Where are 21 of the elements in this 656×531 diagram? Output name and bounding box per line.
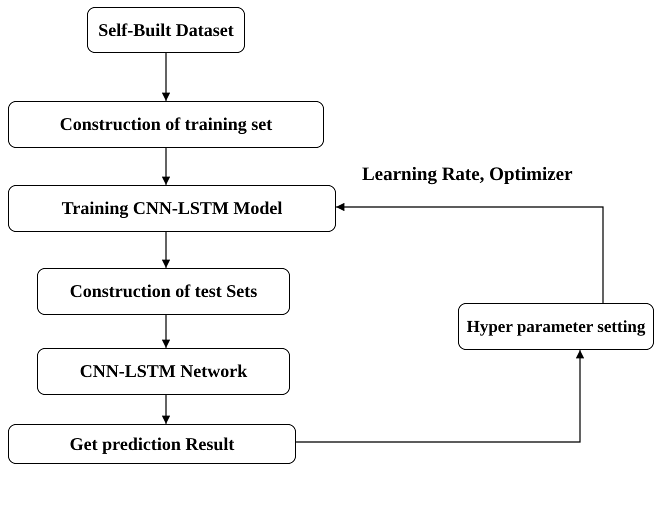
- box-label: Training CNN-LSTM Model: [62, 197, 282, 220]
- process-box: [8, 101, 324, 148]
- box-label: CNN-LSTM Network: [80, 360, 248, 383]
- box-label: Hyper parameter setting: [466, 316, 646, 338]
- arrow: [296, 350, 584, 443]
- arrow: [336, 202, 604, 303]
- process-box: [37, 268, 290, 315]
- box-label: Construction of training set: [60, 113, 272, 136]
- arrow: [162, 53, 170, 101]
- arrow: [162, 315, 170, 348]
- arrow: [162, 232, 170, 268]
- process-box: [37, 348, 290, 395]
- process-box: [8, 185, 336, 232]
- arrow: [162, 148, 170, 185]
- box-label: Get prediction Result: [70, 432, 234, 456]
- process-box: [8, 424, 296, 464]
- process-box: [458, 303, 654, 350]
- box-label: Construction of test Sets: [70, 280, 258, 303]
- process-box: [87, 7, 245, 53]
- arrow: [162, 395, 170, 424]
- box-label: Self-Built Dataset: [98, 18, 234, 42]
